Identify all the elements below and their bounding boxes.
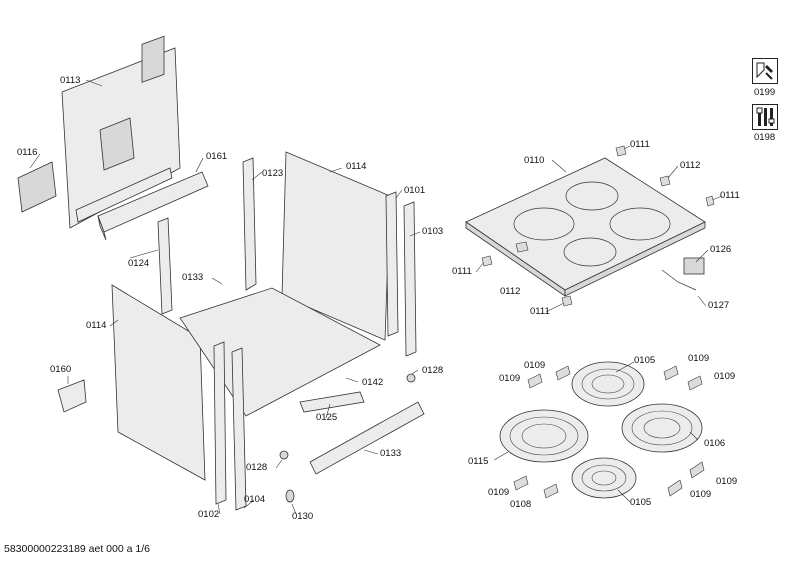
side-panel-right bbox=[281, 151, 391, 341]
bracket-0160 bbox=[57, 379, 87, 413]
part-0130 bbox=[285, 489, 295, 503]
label-0126: 0126 bbox=[710, 244, 732, 255]
label-0110: 0110 bbox=[524, 155, 545, 166]
label-0102: 0102 bbox=[198, 509, 220, 520]
label-0109-c: 0109 bbox=[499, 373, 521, 384]
heating-element-0115 bbox=[499, 409, 589, 463]
label-0112-b: 0112 bbox=[500, 286, 521, 297]
document-footer: 58300000223189 aet 000 a 1/6 bbox=[4, 543, 150, 555]
label-0125: 0125 bbox=[316, 412, 338, 423]
side-panel-left bbox=[111, 284, 206, 481]
label-0111-c: 0111 bbox=[452, 266, 472, 277]
upright-0124 bbox=[157, 217, 173, 315]
label-0161: 0161 bbox=[206, 151, 228, 162]
frame-0101 bbox=[385, 191, 399, 337]
label-0123: 0123 bbox=[262, 168, 284, 179]
label-0111-b: 0111 bbox=[720, 190, 740, 201]
switch-0126 bbox=[661, 257, 705, 291]
leader-lines bbox=[29, 79, 723, 515]
label-0111-a: 0111 bbox=[630, 139, 650, 150]
label-0109-e: 0109 bbox=[716, 476, 738, 487]
label-0103: 0103 bbox=[422, 226, 444, 237]
clips bbox=[481, 145, 715, 499]
label-0133-top: 0133 bbox=[182, 272, 204, 283]
label-0127: 0127 bbox=[708, 300, 730, 311]
strip-0102 bbox=[213, 341, 227, 505]
label-0198: 0198 bbox=[754, 132, 776, 143]
label-0133-bottom: 0133 bbox=[380, 448, 402, 459]
heating-element-0106 bbox=[621, 403, 703, 453]
label-0111-d: 0111 bbox=[530, 306, 550, 317]
label-0109-b: 0109 bbox=[688, 353, 710, 364]
label-0109-d: 0109 bbox=[714, 371, 736, 382]
label-0130: 0130 bbox=[292, 511, 314, 522]
label-0101: 0101 bbox=[404, 185, 426, 196]
label-0105-b: 0105 bbox=[630, 497, 652, 508]
label-0109-g: 0109 bbox=[690, 489, 712, 500]
label-0128-right: 0128 bbox=[422, 365, 444, 376]
rail-part bbox=[97, 171, 209, 241]
frame-0103 bbox=[403, 201, 417, 357]
heating-element-0105-top bbox=[571, 361, 645, 407]
label-0115: 0115 bbox=[468, 456, 489, 467]
tools-icon bbox=[752, 104, 778, 130]
label-0105-a: 0105 bbox=[634, 355, 656, 366]
label-0104: 0104 bbox=[244, 494, 266, 505]
label-0113: 0113 bbox=[60, 75, 81, 86]
part-0128-bottom bbox=[279, 450, 289, 460]
label-0114-top: 0114 bbox=[346, 161, 367, 172]
label-0109-a: 0109 bbox=[524, 360, 546, 371]
label-0160: 0160 bbox=[50, 364, 72, 375]
label-0116: 0116 bbox=[17, 147, 38, 158]
strip-0104 bbox=[231, 347, 247, 511]
label-0108: 0108 bbox=[510, 499, 532, 510]
back-panel bbox=[61, 35, 181, 229]
label-0109-f: 0109 bbox=[488, 487, 510, 498]
label-0112-a: 0112 bbox=[680, 160, 701, 171]
label-0142: 0142 bbox=[362, 377, 384, 388]
terminal-block bbox=[17, 161, 57, 213]
rail-0125 bbox=[299, 391, 365, 413]
rail-0133 bbox=[309, 401, 425, 475]
label-0199: 0199 bbox=[754, 87, 776, 98]
heating-element-0105-bottom bbox=[571, 457, 637, 499]
label-0124: 0124 bbox=[128, 258, 150, 269]
label-0128-bottom: 0128 bbox=[246, 462, 268, 473]
wrench-icon bbox=[752, 58, 778, 84]
label-0106: 0106 bbox=[704, 438, 726, 449]
cooktop-glass bbox=[465, 157, 706, 297]
part-0128-right bbox=[406, 373, 416, 383]
label-0114-left: 0114 bbox=[86, 320, 107, 331]
strip-0123 bbox=[242, 157, 257, 291]
